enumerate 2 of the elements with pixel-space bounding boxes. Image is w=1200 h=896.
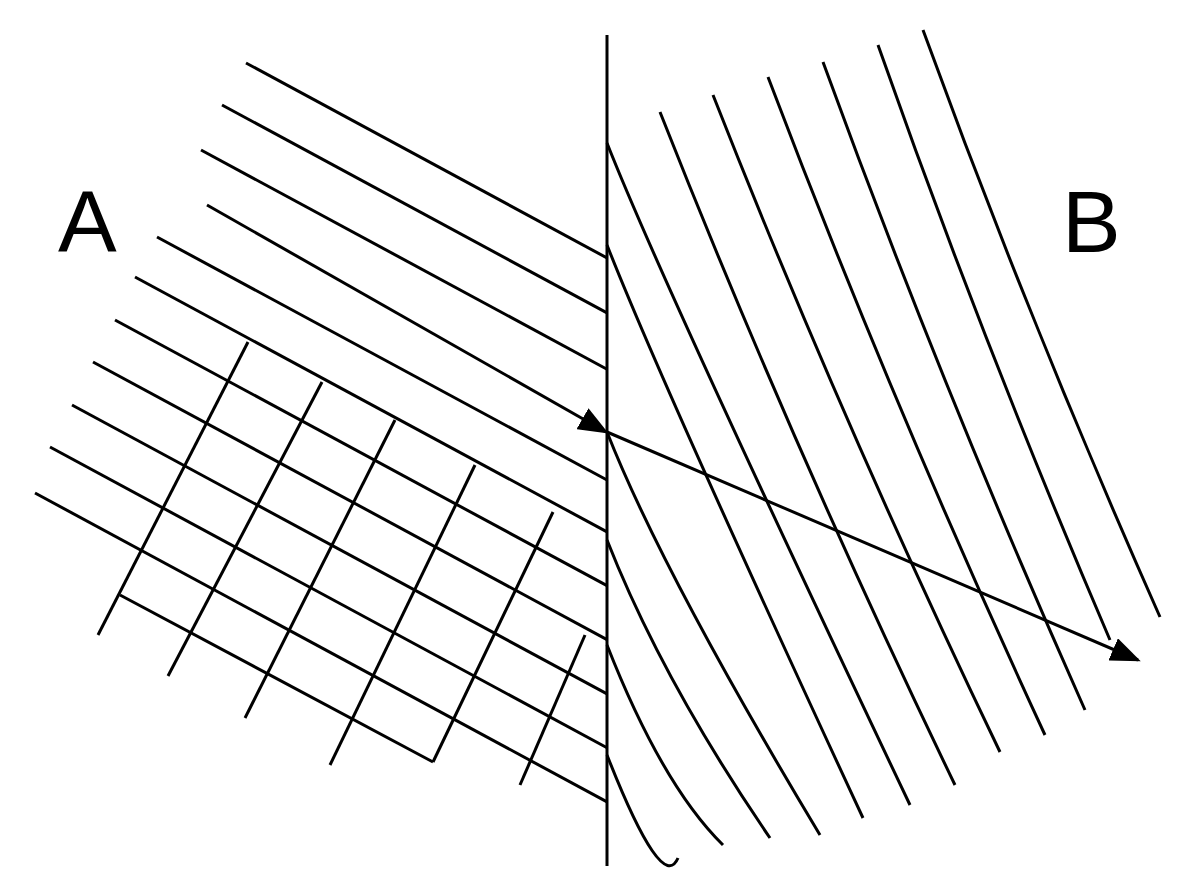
region-label: B bbox=[1062, 178, 1121, 266]
region-label: A bbox=[58, 178, 117, 266]
